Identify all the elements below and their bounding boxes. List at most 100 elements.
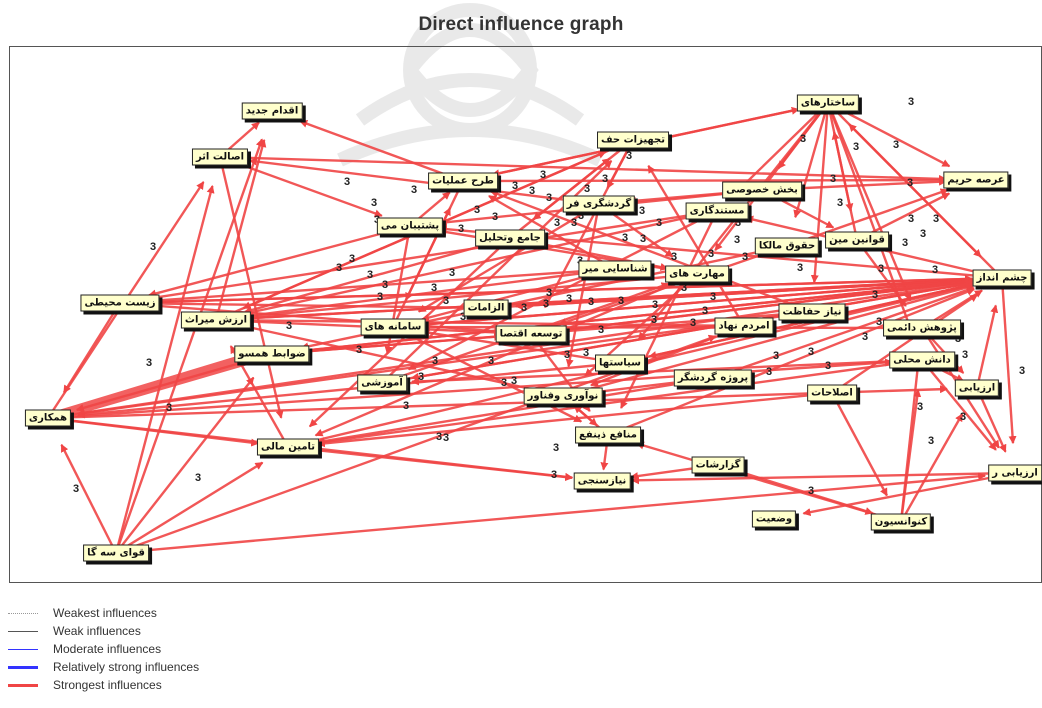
influence-edge (148, 224, 411, 298)
influence-edge (737, 102, 829, 191)
influence-edge (830, 392, 888, 497)
graph-node[interactable]: قوانین مین (825, 231, 889, 249)
graph-node[interactable]: گزارشات (691, 456, 745, 474)
influence-edge (590, 324, 745, 387)
edge-weight-label: 3 (742, 251, 748, 263)
graph-node[interactable]: جامع وتحلیل (475, 229, 545, 247)
graph-node[interactable]: پشتیبان می (376, 217, 444, 235)
edge-weight-label: 3 (830, 173, 836, 185)
edge-weight-label: 3 (436, 431, 442, 443)
influence-edge (607, 287, 976, 437)
influence-edge (509, 157, 611, 239)
graph-node[interactable]: عرصه حریم (943, 171, 1009, 189)
graph-node[interactable]: مهارت های (665, 265, 729, 283)
graph-node[interactable]: پژوهش دائمی (883, 319, 961, 337)
graph-node[interactable]: ارزش میراث (180, 311, 252, 329)
edge-weight-label: 3 (195, 472, 201, 484)
legend-label: Weakest influences (53, 606, 157, 620)
edge-weight-label: 3 (928, 435, 934, 447)
edge-weight-label: 3 (449, 267, 455, 279)
edge-weight-label: 3 (808, 485, 814, 497)
edge-weight-label: 3 (622, 232, 628, 244)
graph-node[interactable]: ضوابط همسو (234, 345, 310, 363)
graph-node[interactable]: اصلاحات (807, 384, 857, 402)
graph-node[interactable]: قوای سه گا (83, 544, 149, 562)
influence-edge (219, 155, 383, 218)
influence-edge (299, 119, 464, 183)
influence-edge (647, 164, 746, 327)
edge-weight-label: 3 (418, 371, 424, 383)
influence-edge (148, 267, 616, 305)
graph-node[interactable]: حقوق مالکا (754, 237, 820, 255)
graph-node[interactable]: اقدام جدید (241, 102, 303, 120)
edge-weight-label: 3 (543, 298, 549, 310)
influence-edge (218, 156, 284, 419)
graph-node[interactable]: چشم انداز (972, 269, 1032, 287)
influence-edge (786, 188, 949, 248)
graph-node[interactable]: همکاری (24, 409, 72, 427)
influence-edge (316, 376, 714, 446)
legend-label: Strongest influences (53, 678, 162, 692)
graph-node[interactable]: اصالت اثر (191, 148, 249, 166)
edge-weight-label: 3 (588, 296, 594, 308)
graph-node[interactable]: نوآوری وفناور (523, 387, 603, 405)
edge-weight-label: 3 (702, 305, 708, 317)
edge-weight-label: 3 (1019, 365, 1025, 377)
graph-node[interactable]: مستندگاری (685, 202, 749, 220)
graph-node[interactable]: ساختارهای (796, 94, 860, 112)
legend-swatch (8, 683, 38, 687)
edge-weight-label: 3 (73, 483, 79, 495)
graph-node[interactable]: ارزیابی (954, 379, 1000, 397)
edge-weight-label: 3 (540, 169, 546, 181)
edge-weight-label: 3 (344, 176, 350, 188)
influence-edge (115, 461, 264, 555)
influence-edge (899, 413, 964, 523)
graph-node[interactable]: وضعیت (751, 510, 797, 528)
influence-edge (826, 102, 912, 302)
edge-weight-label: 3 (893, 139, 899, 151)
graph-node[interactable]: دانش محلی (889, 351, 955, 369)
graph-node[interactable]: توسعه اقتصا (495, 325, 567, 343)
influence-edge (714, 102, 829, 251)
influence-edge (1000, 277, 1017, 445)
influence-edge (381, 280, 974, 385)
graph-node[interactable]: پروژه گردشگر (673, 369, 753, 387)
graph-node[interactable]: گردشگری فر (562, 195, 636, 213)
edge-weight-label: 3 (920, 228, 926, 240)
influence-edge (115, 472, 987, 555)
edge-weight-label: 3 (336, 262, 342, 274)
graph-node[interactable]: بخش خصوصی (722, 181, 802, 199)
graph-node[interactable]: منافع ذینفع (575, 426, 641, 444)
graph-node[interactable]: امردم نهاد (714, 317, 774, 335)
graph-node[interactable]: طرح عملیات (428, 172, 498, 190)
graph-node[interactable]: تامین مالی (256, 438, 320, 456)
graph-node[interactable]: شناسایی میر (578, 260, 652, 278)
graph-node[interactable]: نیازسنجی (573, 472, 631, 490)
graph-node[interactable]: زیست محیطی (80, 294, 160, 312)
graph-node[interactable]: نیاز حفاظت (778, 303, 846, 321)
influence-edge (271, 277, 974, 356)
legend-swatch (8, 665, 38, 669)
edge-weight-label: 3 (382, 279, 388, 291)
influence-edge (115, 334, 717, 555)
edge-weight-label: 3 (908, 96, 914, 108)
edge-weight-label: 3 (546, 192, 552, 204)
influence-edge (60, 443, 118, 554)
graph-node[interactable]: الزامات (463, 299, 509, 317)
edge-weight-label: 3 (735, 217, 741, 229)
edge-weight-label: 3 (876, 316, 882, 328)
graph-node[interactable]: سیاستها (595, 354, 645, 372)
influence-edge (244, 323, 564, 398)
graph-node[interactable]: تجهیزات حف (597, 131, 669, 149)
graph-node[interactable]: آموزشی (357, 374, 407, 392)
graph-node[interactable]: سامانه های (360, 318, 426, 336)
graph-node[interactable]: کنوانسیون (870, 513, 932, 531)
edge-weight-label: 3 (443, 432, 449, 444)
graph-title: Direct influence graph (418, 14, 624, 35)
edge-weight-label: 3 (872, 289, 878, 301)
edge-weight-label: 3 (377, 291, 383, 303)
influence-edge (462, 176, 947, 185)
influence-edge (899, 356, 923, 523)
graph-node[interactable]: ارزیابی ر (988, 464, 1042, 482)
influence-edge (148, 209, 718, 302)
